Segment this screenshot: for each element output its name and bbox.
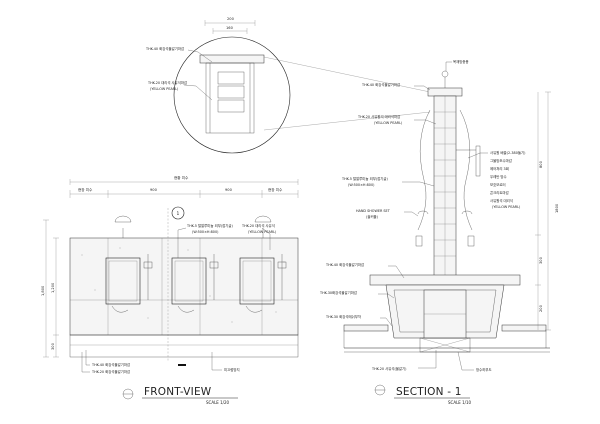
- section-note-fixture: THK-5 탈알루미늄 외부(접기글): [341, 176, 389, 181]
- section-note-top-cap: 목재방충용: [453, 59, 469, 64]
- detail-callout: 200 160 THK-40 화강석물갈기마감 THK-20 대리석 사유석마감…: [145, 17, 431, 154]
- front-view-scale: SCALE 1/20: [206, 400, 230, 405]
- section-dim-total: 1800: [555, 203, 559, 213]
- section-dim-upper: 800: [539, 160, 543, 168]
- section-note-base-top: THK-40 화강석물갈기마감: [325, 262, 364, 267]
- front-dim-4: 현장 치수: [268, 187, 283, 192]
- section-legend: 사유원 배출(2-380돌기) 그물망조수마감 에어처리 3회 우레탄 방수 보…: [490, 150, 526, 209]
- front-dim-left-total: 1,800: [41, 285, 45, 296]
- legend-item: 그물망조수마감: [490, 158, 512, 163]
- front-view: 현황 치수 현장 치수 900 900 현장 치수: [41, 175, 299, 405]
- legend-item: 콘크리트마감: [490, 190, 509, 195]
- detail-note-panel-sub: (YELLOW PEARL): [150, 87, 179, 91]
- front-dim-1: 현장 치수: [78, 187, 93, 192]
- front-view-title: FRONT-VIEW: [144, 386, 212, 398]
- legend-item: (YELLOW PEARL): [492, 205, 521, 209]
- section-note-shower-sub: (홀커플): [366, 214, 379, 219]
- front-dim-2: 900: [150, 188, 158, 192]
- section-dim-mid: 300: [539, 256, 543, 264]
- fixture-panel-3: [239, 254, 287, 305]
- front-dim-overall: 현황 치수: [174, 175, 189, 180]
- section-note-pillar: THK-20 사유원석 대리석마감: [357, 114, 400, 119]
- legend-item: 사유원 배출(2-380돌기): [490, 150, 526, 155]
- section-note-pillar-sub: (YELLOW PEARL): [374, 121, 403, 125]
- section-note-base-mid: THK-30화강석물갈기마감: [319, 290, 357, 295]
- detail-note-frame: THK-40 화강석물갈기마감: [145, 46, 184, 51]
- section-note-shower: HAND SHOWER SET: [356, 209, 391, 213]
- front-note-fixture-sub: (W:500×H:800): [192, 230, 219, 234]
- section-note-base-low: THK-30 화강석메쉬부착: [325, 314, 361, 319]
- section-cut-mark: [178, 364, 186, 366]
- section-title: SECTION - 1: [396, 386, 462, 398]
- fixture-panel-1: [105, 254, 153, 305]
- front-dim-3: 900: [225, 188, 233, 192]
- section-view: 1800 800 300 200 목재방충용 THK-40 화강석물갈기마감 T…: [319, 59, 559, 405]
- front-note-wall: THK-20 대리석 사유석: [241, 223, 275, 228]
- fixture-panel-2: [171, 254, 219, 305]
- legend-item: 에어처리 3회: [490, 166, 509, 171]
- front-dim-left-wall: 1,200: [51, 282, 55, 293]
- section-dim-low: 200: [539, 304, 543, 312]
- legend-item: 보호모르터: [490, 182, 506, 187]
- section-note-bottom2: 방수하부도: [476, 367, 492, 372]
- shower-heads: [114, 215, 272, 238]
- front-note-floor1: THK-40 화강석물갈기마감: [91, 362, 130, 367]
- section-scale: SCALE 1/10: [448, 400, 472, 405]
- section-marker-number: 1: [177, 211, 180, 217]
- detail-dim-top: 200: [227, 17, 235, 21]
- front-note-drain: 미끄럼방지: [224, 367, 240, 372]
- legend-item: 우레탄 방수: [490, 174, 507, 179]
- front-note-floor2: THK-20 화강석물갈기마감: [91, 369, 130, 374]
- front-note-fixture: THK-5 탈알루미늄 외부(접기글): [186, 223, 234, 228]
- detail-note-panel: THK-20 대리석 사유석마감: [147, 80, 187, 85]
- section-note-fixture-sub: (W:500×H:800): [348, 183, 375, 187]
- front-note-wall-sub: (YELLOW PEARL): [248, 230, 277, 234]
- front-dim-left-base: 300: [51, 342, 55, 350]
- legend-item: 사유원석 대리석: [490, 198, 513, 203]
- section-note-bottom: THK-20 사유석(물갈기): [371, 366, 407, 371]
- section-note-cap: THK-40 화강석물갈기마감: [361, 82, 400, 87]
- detail-dim-inner: 160: [226, 26, 234, 30]
